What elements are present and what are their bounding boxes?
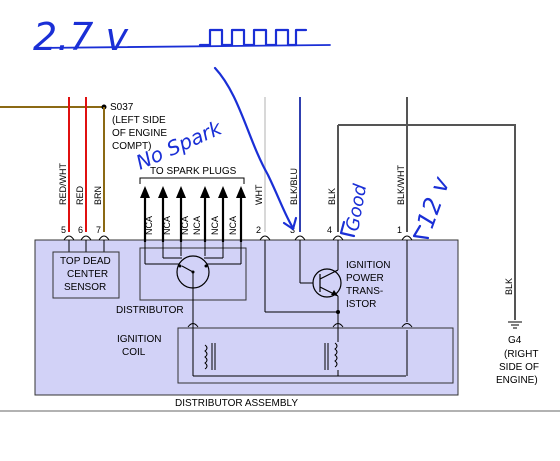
ground-location-3: ENGINE) — [496, 375, 538, 386]
tdc-line-2: CENTER — [67, 269, 108, 280]
tdc-sensor-box — [52, 251, 120, 299]
transistor-emitter-arrow — [331, 290, 338, 296]
pin-1: 1 — [397, 225, 402, 235]
wire-label-blk-blu: BLK/BLU — [289, 168, 299, 205]
splice-location-2: OF ENGINE — [112, 128, 167, 139]
spark-plugs-bracket — [139, 177, 245, 184]
nca-6: NCA — [228, 216, 238, 235]
coil-input-chevrons — [332, 323, 413, 328]
pin-7: 7 — [96, 225, 101, 235]
pin-4: 4 — [327, 225, 332, 235]
left-connector-chevrons — [63, 235, 110, 241]
wire-label-blk-ground: BLK — [504, 278, 514, 295]
wire-label-red-wht: RED/WHT — [58, 163, 68, 205]
splice-id: S037 — [110, 102, 134, 113]
annotation-12v: 12 v — [411, 173, 455, 233]
transistor-line-3: TRANS- — [346, 286, 383, 297]
nca-2: NCA — [162, 216, 172, 235]
transistor-line-1: IGNITION — [346, 260, 390, 271]
wire-label-red: RED — [75, 185, 85, 205]
tdc-line-3: SENSOR — [64, 282, 106, 293]
ground-location-1: (RIGHT — [504, 349, 538, 360]
splice-location-1: (LEFT SIDE — [112, 115, 166, 126]
transistor-line-2: POWER — [346, 273, 384, 284]
wire-label-brn: BRN — [93, 186, 103, 205]
transistor-symbol — [312, 268, 342, 298]
pin-6: 6 — [78, 225, 83, 235]
right-connector-chevrons — [259, 235, 413, 241]
ground-id: G4 — [508, 335, 522, 346]
wire-label-blk-wht: BLK/WHT — [396, 164, 406, 205]
nca-4: NCA — [192, 216, 202, 235]
annotation-good: Good — [342, 182, 371, 233]
rotor-dot-1 — [178, 264, 182, 268]
distributor-cap-leads — [144, 242, 242, 325]
to-spark-plugs-label: TO SPARK PLUGS — [150, 166, 237, 177]
rotor-dot-2 — [204, 264, 208, 268]
coil-line-1: IGNITION — [117, 334, 161, 345]
ground-location-2: SIDE OF — [499, 362, 539, 373]
spark-lead-arrowheads — [140, 186, 246, 198]
wire-label-wht: WHT — [254, 184, 264, 205]
splice-location-3: COMPT) — [112, 141, 151, 152]
wire-label-blk: BLK — [327, 188, 337, 205]
distributor-label: DISTRIBUTOR — [116, 305, 184, 316]
annotation-2-7v: 2.7 v — [33, 15, 129, 59]
tdc-line-1: TOP DEAD — [60, 256, 111, 267]
spark-lead-lines — [143, 196, 243, 242]
nca-5: NCA — [210, 216, 220, 235]
transistor-line-4: ISTOR — [346, 299, 376, 310]
nca-3: NCA — [180, 216, 190, 235]
pin-3: 3 — [290, 225, 295, 235]
blk-ground-wire — [338, 124, 516, 320]
transistor-wiring — [264, 240, 408, 376]
ignition-coil-box — [177, 327, 454, 384]
rotor-center-dot — [191, 270, 195, 274]
distributor-assembly-label: DISTRIBUTOR ASSEMBLY — [175, 398, 298, 409]
coil-line-2: COIL — [122, 347, 146, 358]
pin-2: 2 — [256, 225, 261, 235]
pin-5: 5 — [61, 225, 66, 235]
transistor-junction-dot — [336, 310, 340, 314]
nca-1: NCA — [144, 216, 154, 235]
coil-chevron — [187, 323, 199, 328]
coil-windings — [192, 322, 406, 377]
ground-symbol — [508, 321, 522, 329]
hand-annotations-strokes — [34, 28, 430, 240]
